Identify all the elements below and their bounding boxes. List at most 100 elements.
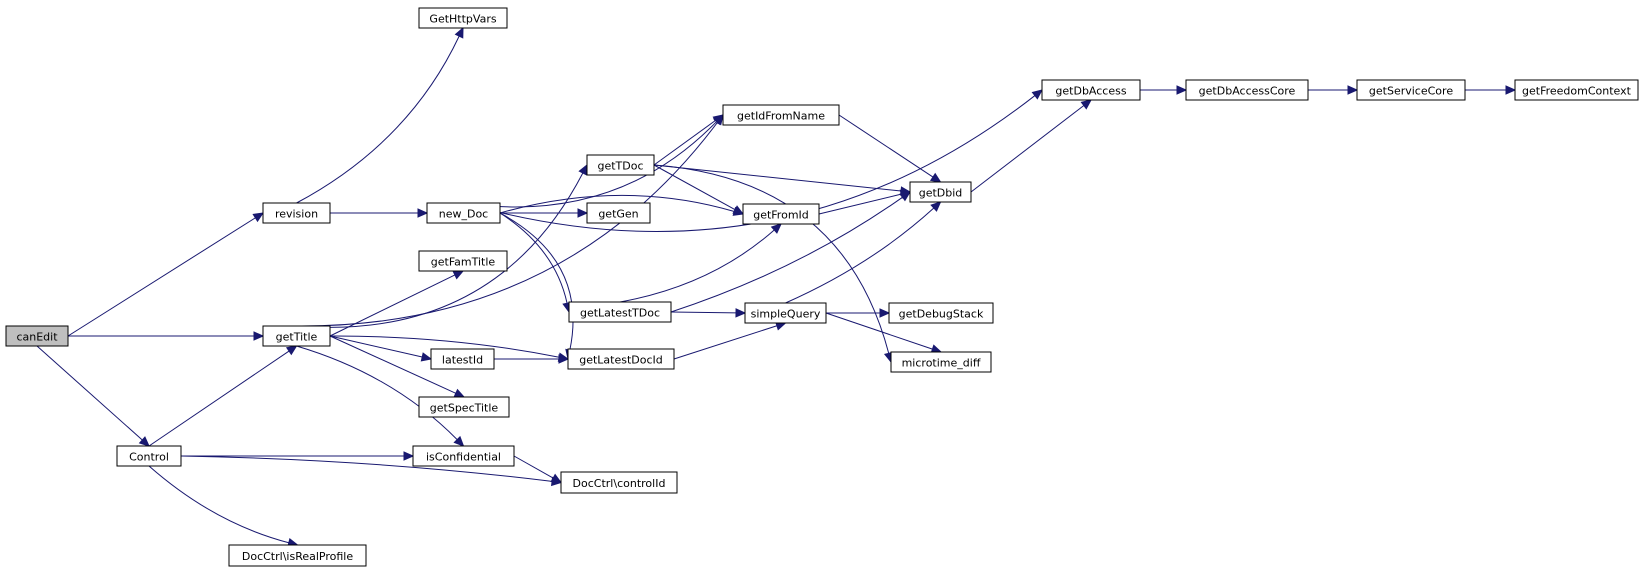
edge-control-to-isconfidential	[181, 451, 415, 461]
edge-gettitle-to-getfamtitle	[329, 270, 465, 337]
edge-line	[148, 350, 290, 447]
node-getidfromname[interactable]: getIdFromName	[722, 104, 840, 126]
edge-getservicecore-to-getfreedomcontext	[1465, 85, 1517, 95]
node-canedit[interactable]: canEdit	[5, 325, 69, 347]
edge-line	[499, 212, 568, 304]
edge-control-to-gettitle	[148, 345, 298, 447]
arrowhead-icon	[735, 308, 747, 318]
node-getdbid[interactable]: getDbid	[909, 181, 972, 203]
edge-canedit-to-revision	[67, 212, 265, 337]
node-label: getDbAccessCore	[1199, 85, 1296, 98]
edge-line	[653, 164, 736, 211]
node-label: getServiceCore	[1369, 85, 1453, 98]
node-latestid[interactable]: latestId	[430, 348, 495, 370]
node-getfromid[interactable]: getFromId	[742, 203, 820, 225]
edge-line	[653, 164, 902, 192]
node-label: DocCtrl\controlId	[573, 477, 666, 490]
edge-getdbaccesscore-to-getservicecore	[1308, 85, 1359, 95]
edge-line	[499, 194, 735, 214]
edge-simplequery-to-getdbid	[785, 201, 942, 304]
arrowhead-icon	[420, 352, 433, 362]
node-docctrlisrealprofile[interactable]: DocCtrl\isRealProfile	[228, 544, 367, 567]
edge-line	[296, 172, 584, 328]
node-box	[586, 154, 655, 176]
node-getdbaccess[interactable]: getDbAccess	[1041, 79, 1141, 101]
node-box	[262, 202, 331, 224]
edge-getlatesttdoc-to-getfromid	[619, 223, 782, 303]
edge-line	[296, 121, 718, 327]
node-label: GetHttpVars	[429, 13, 496, 26]
node-box	[1185, 79, 1309, 101]
edge-gettitle-to-gettdoc	[296, 163, 588, 328]
node-control[interactable]: Control	[116, 445, 182, 467]
node-box	[116, 445, 182, 467]
node-box	[909, 181, 972, 203]
node-label: getDbid	[919, 187, 963, 200]
node-getlatesttdoc[interactable]: getLatestTDoc	[568, 301, 672, 323]
arrowhead-icon	[452, 270, 465, 280]
arrowhead-icon	[1347, 85, 1359, 95]
edge-line	[513, 455, 554, 479]
node-getservicecore[interactable]: getServiceCore	[1356, 79, 1466, 101]
call-edges	[36, 26, 1517, 548]
node-box	[560, 471, 678, 494]
node-getspectitle[interactable]: getSpecTitle	[418, 396, 510, 418]
arrowhead-icon	[732, 205, 745, 215]
node-getfamtitle[interactable]: getFamTitle	[418, 250, 508, 272]
node-getdebugstack[interactable]: getDebugStack	[888, 302, 994, 324]
edge-line	[670, 311, 737, 314]
edge-line	[67, 217, 256, 337]
edge-line	[180, 455, 553, 482]
arrowhead-icon	[879, 308, 891, 318]
node-revision[interactable]: revision	[262, 202, 331, 224]
edge-getlatestdocid-to-simplequery	[673, 321, 787, 360]
node-getgen[interactable]: getGen	[586, 202, 651, 224]
node-getfreedomcontext[interactable]: getFreedomContext	[1514, 79, 1639, 101]
arrowhead-icon	[454, 26, 464, 39]
node-getlatestdocid[interactable]: getLatestDocId	[567, 348, 675, 370]
node-box	[1041, 79, 1141, 101]
edge-line	[619, 229, 775, 303]
node-box	[744, 302, 827, 324]
edge-line	[838, 114, 934, 178]
node-label: getSpecTitle	[430, 402, 499, 415]
arrowhead-icon	[712, 114, 724, 125]
node-label: getFromId	[753, 209, 809, 222]
arrowhead-icon	[1176, 85, 1188, 95]
node-simplequery[interactable]: simpleQuery	[744, 302, 827, 324]
edge-line	[818, 193, 902, 215]
edge-line	[670, 196, 903, 313]
node-docctrlcontrolid[interactable]: DocCtrl\controlId	[560, 471, 678, 494]
node-gethttpvars[interactable]: GetHttpVars	[418, 7, 508, 29]
node-label: revision	[275, 208, 318, 221]
node-label: canEdit	[16, 331, 58, 344]
node-gettitle[interactable]: getTitle	[262, 325, 331, 347]
node-getdbaccesscore[interactable]: getDbAccessCore	[1185, 79, 1309, 101]
node-box	[568, 301, 672, 323]
edge-line	[673, 325, 778, 360]
node-label: getFamTitle	[431, 256, 496, 269]
arrowhead-icon	[1080, 99, 1092, 110]
arrowhead-icon	[253, 331, 265, 341]
edge-line	[329, 335, 423, 358]
edge-new-doc-to-getgen	[500, 208, 589, 218]
edge-line	[785, 207, 935, 304]
node-label: getDbAccess	[1055, 85, 1126, 98]
edge-line	[329, 335, 560, 358]
edge-canedit-to-gettitle	[68, 331, 265, 341]
node-microtime-diff[interactable]: microtime_diff	[890, 351, 992, 373]
edge-line	[463, 121, 718, 208]
arrowhead-icon	[550, 473, 563, 484]
node-box	[888, 302, 994, 324]
node-label: microtime_diff	[902, 357, 981, 370]
node-label: getTitle	[276, 331, 318, 344]
node-gettdoc[interactable]: getTDoc	[586, 154, 655, 176]
node-isconfidential[interactable]: isConfidential	[412, 445, 515, 467]
node-label: getGen	[598, 208, 638, 221]
node-label: simpleQuery	[751, 308, 821, 321]
edge-line	[329, 274, 456, 337]
arrowhead-icon	[578, 163, 588, 176]
arrowhead-icon	[417, 208, 429, 218]
node-new-doc[interactable]: new_Doc	[426, 202, 501, 224]
edge-getidfromname-to-getdbid	[838, 114, 942, 183]
